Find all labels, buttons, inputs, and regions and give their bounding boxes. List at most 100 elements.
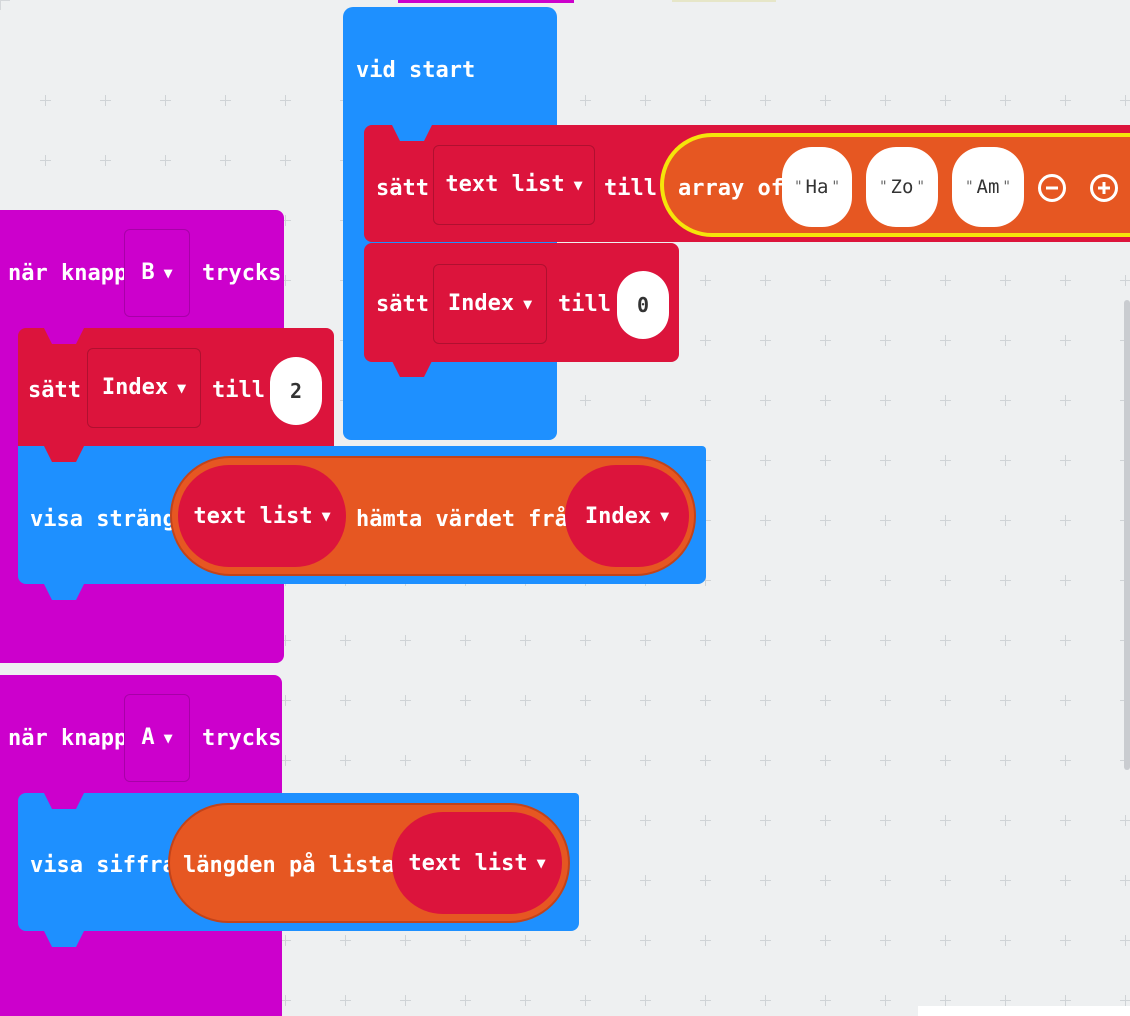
- list-variable-reporter[interactable]: text list▼: [392, 812, 562, 914]
- grid-plus-mark: [820, 935, 831, 946]
- number-input[interactable]: 0: [617, 271, 669, 339]
- button-dropdown-a[interactable]: A▼: [124, 694, 190, 782]
- grid-plus-mark: [760, 335, 771, 346]
- grid-plus-mark: [820, 335, 831, 346]
- grid-plus-mark: [160, 95, 171, 106]
- grid-plus-mark: [700, 815, 711, 826]
- grid-plus-mark: [760, 455, 771, 466]
- grid-plus-mark: [880, 275, 891, 286]
- variable-dropdown-index[interactable]: Index▼: [433, 264, 547, 344]
- grid-plus-mark: [700, 635, 711, 646]
- array-of-label: array of: [678, 176, 784, 201]
- grid-plus-mark: [1060, 455, 1071, 466]
- grid-plus-mark: [640, 995, 651, 1006]
- list-length-label: längden på listan: [183, 853, 409, 878]
- grid-plus-mark: [640, 755, 651, 766]
- plus-circle-icon[interactable]: [1090, 174, 1118, 202]
- grid-plus-mark: [820, 635, 831, 646]
- grid-plus-mark: [1060, 575, 1071, 586]
- dropdown-triangle-icon: ▼: [163, 729, 173, 747]
- number-input[interactable]: 2: [270, 357, 322, 425]
- grid-plus-mark: [700, 755, 711, 766]
- grid-plus-mark: [100, 155, 111, 166]
- grid-plus-mark: [820, 995, 831, 1006]
- variable-name: text list: [445, 172, 565, 197]
- grid-plus-mark: [820, 815, 831, 826]
- variable-name: Index: [584, 503, 652, 529]
- grid-plus-mark: [580, 815, 591, 826]
- dropdown-triangle-icon: ▼: [177, 379, 187, 397]
- grid-plus-mark: [1060, 95, 1071, 106]
- grid-plus-mark: [1000, 395, 1011, 406]
- button-dropdown-b[interactable]: B▼: [124, 229, 190, 317]
- grid-plus-mark: [1060, 395, 1071, 406]
- grid-plus-mark: [460, 635, 471, 646]
- vertical-scrollbar[interactable]: [1124, 300, 1130, 770]
- grid-plus-mark: [1000, 815, 1011, 826]
- grid-plus-mark: [940, 455, 951, 466]
- dropdown-triangle-icon: ▼: [660, 507, 670, 525]
- grid-plus-mark: [700, 695, 711, 706]
- grid-plus-mark: [640, 95, 651, 106]
- grid-plus-mark: [1120, 95, 1130, 106]
- grid-plus-mark: [700, 935, 711, 946]
- string-value: Am: [976, 176, 1000, 198]
- grid-plus-mark: [460, 935, 471, 946]
- block-notch: [44, 793, 84, 809]
- grid-plus-mark: [760, 755, 771, 766]
- partial-block-top-2: [672, 0, 776, 2]
- grid-plus-mark: [580, 935, 591, 946]
- list-variable-reporter[interactable]: text list ▼: [178, 465, 346, 567]
- event-prefix: när knapp: [8, 261, 128, 286]
- variable-name: text list: [193, 503, 313, 529]
- event-suffix: trycks: [202, 261, 282, 286]
- grid-plus-mark: [820, 875, 831, 886]
- grid-plus-mark: [1000, 575, 1011, 586]
- grid-plus-mark: [760, 515, 771, 526]
- grid-plus-mark: [520, 695, 531, 706]
- grid-plus-mark: [880, 335, 891, 346]
- grid-plus-mark: [40, 95, 51, 106]
- grid-plus-mark: [520, 935, 531, 946]
- grid-plus-mark: [460, 695, 471, 706]
- grid-plus-mark: [1060, 755, 1071, 766]
- grid-plus-mark: [220, 155, 231, 166]
- grid-plus-mark: [460, 995, 471, 1006]
- grid-plus-mark: [40, 155, 51, 166]
- variable-dropdown-text-list[interactable]: text list▼: [433, 145, 595, 225]
- grid-plus-mark: [880, 755, 891, 766]
- on-start-label: vid start: [356, 58, 476, 83]
- grid-plus-mark: [760, 275, 771, 286]
- grid-plus-mark: [280, 95, 291, 106]
- grid-plus-mark: [340, 935, 351, 946]
- grid-plus-mark: [760, 395, 771, 406]
- grid-plus-mark: [940, 875, 951, 886]
- grid-plus-mark: [1060, 815, 1071, 826]
- event-suffix: trycks: [202, 726, 282, 751]
- grid-plus-mark: [280, 275, 291, 286]
- grid-plus-mark: [880, 935, 891, 946]
- grid-plus-mark: [1060, 335, 1071, 346]
- variable-dropdown-index[interactable]: Index▼: [87, 348, 201, 428]
- button-name: B: [141, 260, 155, 285]
- grid-plus-mark: [340, 695, 351, 706]
- string-item-2[interactable]: "Zo": [866, 147, 938, 227]
- block-notch: [44, 328, 84, 344]
- dropdown-triangle-icon: ▼: [163, 264, 173, 282]
- grid-plus-mark: [820, 515, 831, 526]
- grid-plus-mark: [1000, 455, 1011, 466]
- grid-plus-mark: [1060, 635, 1071, 646]
- string-item-3[interactable]: "Am": [952, 147, 1024, 227]
- minus-circle-icon[interactable]: [1038, 174, 1066, 202]
- grid-plus-mark: [940, 935, 951, 946]
- grid-plus-mark: [1120, 875, 1130, 886]
- string-item-1[interactable]: "Ha": [782, 147, 852, 227]
- grid-plus-mark: [880, 575, 891, 586]
- bottom-edge: [918, 1006, 1130, 1016]
- grid-plus-mark: [880, 635, 891, 646]
- grid-plus-mark: [1120, 275, 1130, 286]
- grid-plus-mark: [340, 995, 351, 1006]
- grid-plus-mark: [820, 275, 831, 286]
- dropdown-triangle-icon: ▼: [321, 507, 331, 525]
- index-variable-reporter[interactable]: Index ▼: [565, 465, 689, 567]
